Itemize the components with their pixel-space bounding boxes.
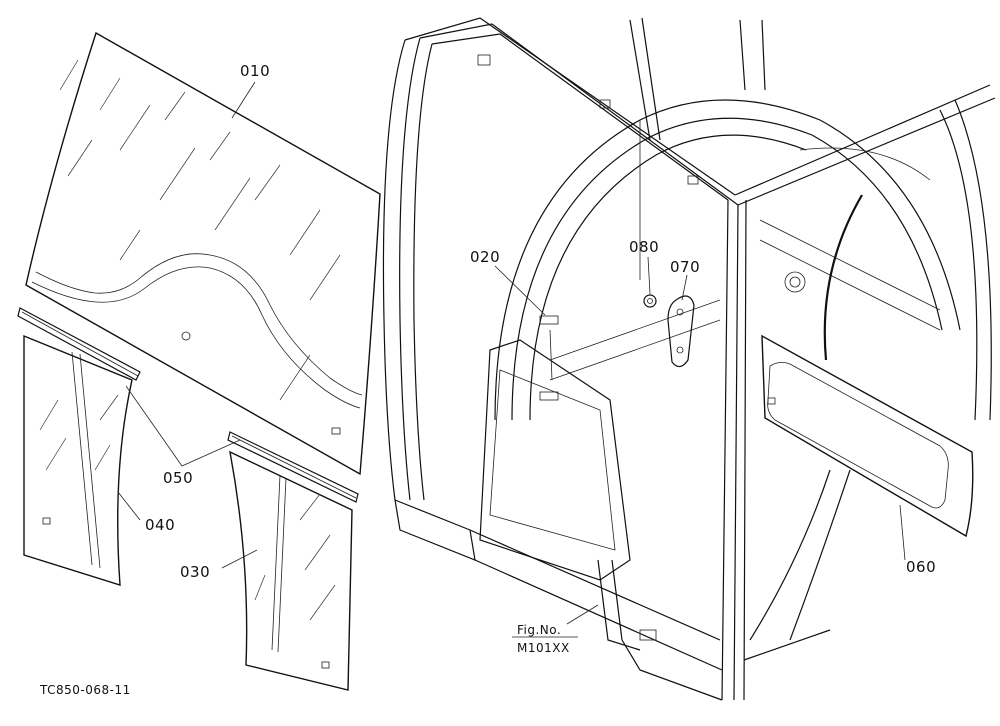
leader-060 bbox=[899, 504, 906, 561]
callout-070: 070 bbox=[670, 258, 700, 276]
figure-reference[interactable]: Fig.No. M101XX bbox=[512, 623, 578, 655]
figref-line2: M101XX bbox=[517, 641, 570, 655]
callout-020: 020 bbox=[470, 248, 500, 266]
leader-020 bbox=[494, 265, 546, 316]
leader-figref bbox=[566, 604, 599, 625]
leader-070 bbox=[681, 274, 688, 301]
leader-lines bbox=[117, 81, 906, 625]
part-040-left-lower-glass[interactable] bbox=[23, 334, 133, 586]
part-030-right-lower-glass[interactable] bbox=[229, 450, 353, 691]
callout-030: 030 bbox=[180, 563, 210, 581]
callout-060: 060 bbox=[906, 558, 936, 576]
leader-050a bbox=[125, 385, 183, 467]
callout-010: 010 bbox=[240, 62, 270, 80]
leader-040 bbox=[117, 491, 141, 521]
leader-050b bbox=[181, 439, 241, 467]
leader-030 bbox=[221, 549, 258, 569]
callout-050: 050 bbox=[163, 469, 193, 487]
leader-010 bbox=[231, 81, 256, 119]
callout-080: 080 bbox=[629, 238, 659, 256]
callout-040: 040 bbox=[145, 516, 175, 534]
part-010-windshield-glass[interactable] bbox=[25, 31, 381, 476]
drawing-code: TC850-068-11 bbox=[39, 683, 131, 697]
figref-line1: Fig.No. bbox=[517, 623, 561, 637]
cab-frame-assembly bbox=[382, 17, 996, 701]
part-050-seal-strips[interactable] bbox=[17, 307, 359, 503]
leader-080 bbox=[647, 256, 651, 295]
